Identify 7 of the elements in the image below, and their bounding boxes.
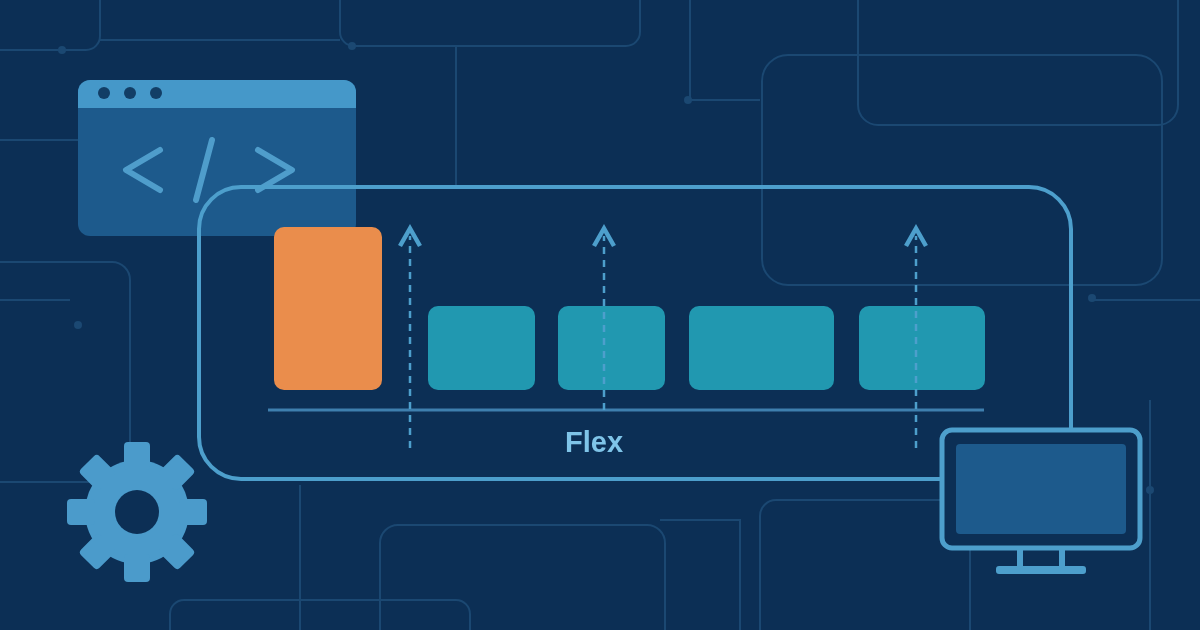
flex-item-box	[859, 306, 985, 390]
flex-item-box	[428, 306, 535, 390]
flex-item-box	[274, 227, 382, 390]
container-label: Flex	[565, 426, 624, 459]
flex-container	[197, 185, 1073, 481]
flex-item-box	[558, 306, 665, 390]
flex-item-box	[689, 306, 834, 390]
